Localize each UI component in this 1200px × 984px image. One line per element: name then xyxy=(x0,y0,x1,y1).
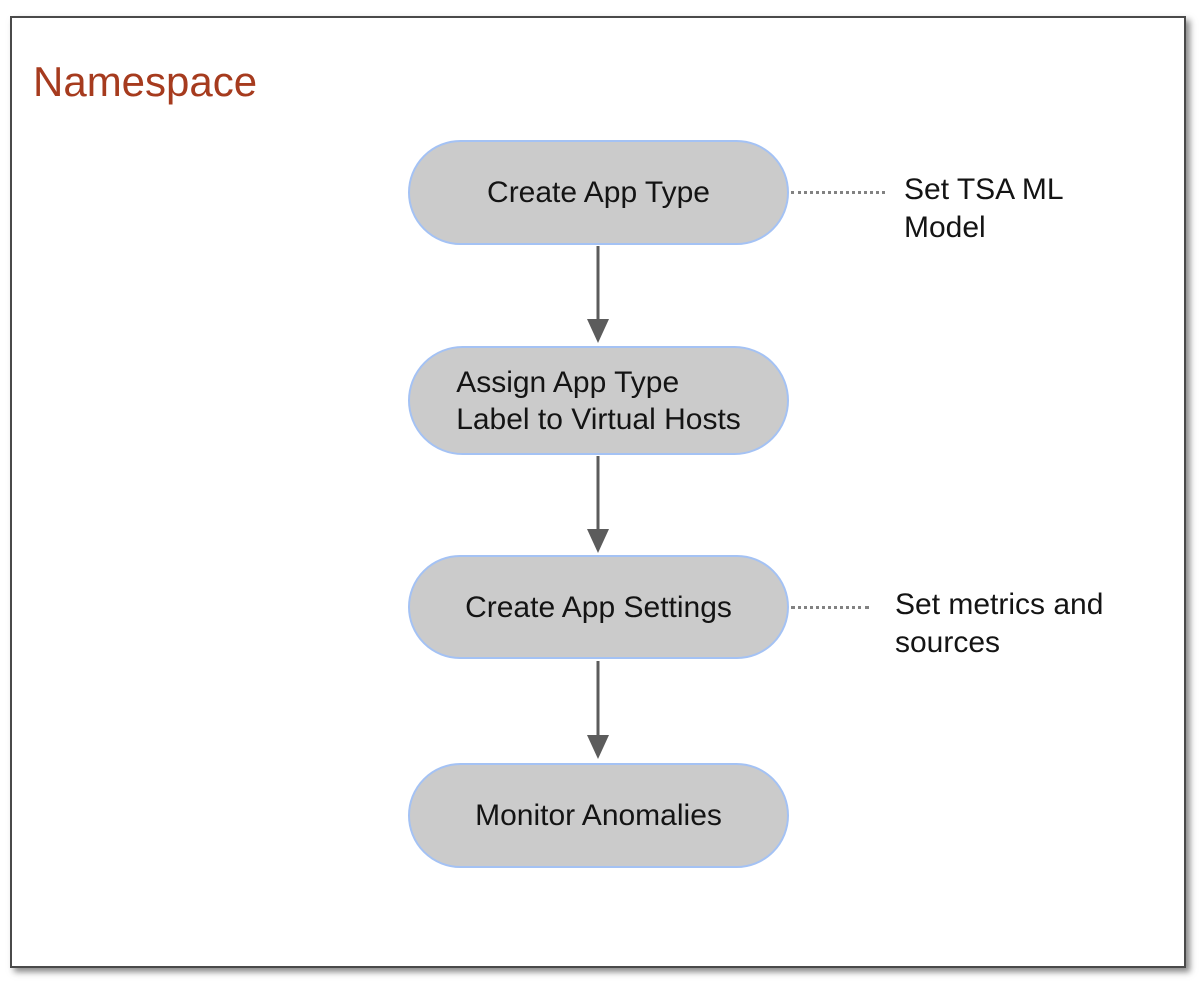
flow-node-label: Monitor Anomalies xyxy=(475,799,722,832)
dotted-connector-2 xyxy=(791,606,869,609)
down-arrow-1 xyxy=(587,246,609,343)
flow-node-monitor-anomalies: Monitor Anomalies xyxy=(408,763,789,868)
annotation-set-metrics-and-sources: Set metrics and sources xyxy=(895,588,1104,659)
down-arrow-3 xyxy=(587,661,609,759)
diagram-title: Namespace xyxy=(33,58,258,105)
dotted-connector-1 xyxy=(791,191,885,194)
down-arrow-2 xyxy=(587,456,609,553)
flow-node-create-app-type: Create App Type xyxy=(408,140,789,245)
flow-node-label: Assign App Type Label to Virtual Hosts xyxy=(456,365,741,436)
flow-node-create-app-settings: Create App Settings xyxy=(408,555,789,659)
flow-node-label: Create App Type xyxy=(487,176,710,209)
annotation-set-tsa-ml-model: Set TSA ML Model xyxy=(904,173,1064,244)
flow-node-assign-app-type-label: Assign App Type Label to Virtual Hosts xyxy=(408,346,789,455)
flow-node-label: Create App Settings xyxy=(465,590,732,624)
